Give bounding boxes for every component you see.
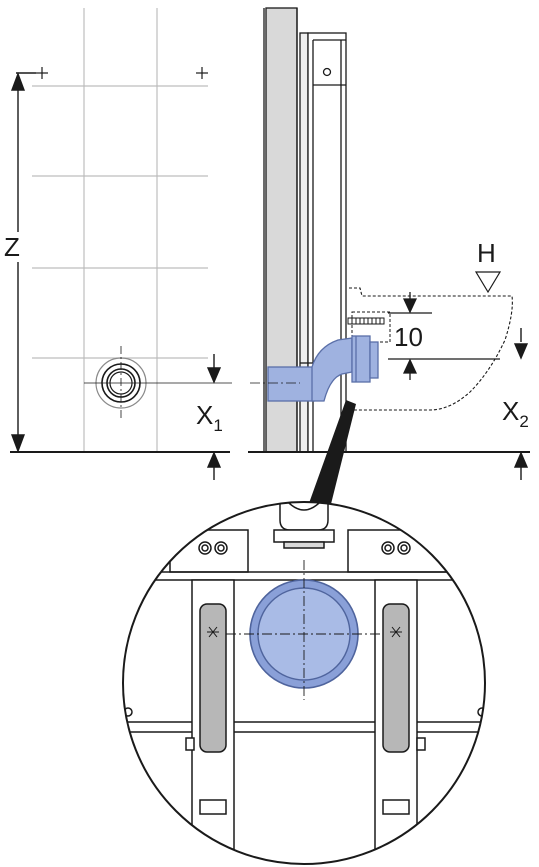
drain-pipe xyxy=(267,335,379,402)
level-triangle xyxy=(474,271,502,294)
z-label: Z xyxy=(4,232,20,262)
x1-subscript: 1 xyxy=(213,416,223,435)
h-label: H xyxy=(477,238,496,268)
drain-outlet-front xyxy=(84,346,232,418)
dim-10-arrows xyxy=(388,292,500,380)
x1-main: X xyxy=(196,400,214,430)
z-dimension xyxy=(10,72,36,453)
x1-label: X1 xyxy=(196,400,223,434)
tile-grid xyxy=(32,8,208,452)
corner-marks xyxy=(36,67,208,79)
x2-main: X xyxy=(502,396,520,426)
fixing-bolt xyxy=(347,317,385,325)
x2-label: X2 xyxy=(502,396,529,430)
wc-bowl-outline xyxy=(349,287,513,411)
dim-10-label: 10 xyxy=(394,322,423,352)
x2-dimension xyxy=(513,328,529,480)
detail-pointer xyxy=(308,400,356,508)
detail-circle-outline xyxy=(122,501,486,865)
x2-subscript: 2 xyxy=(519,412,529,431)
detail-contents xyxy=(123,502,485,864)
x1-dimension xyxy=(206,354,222,480)
